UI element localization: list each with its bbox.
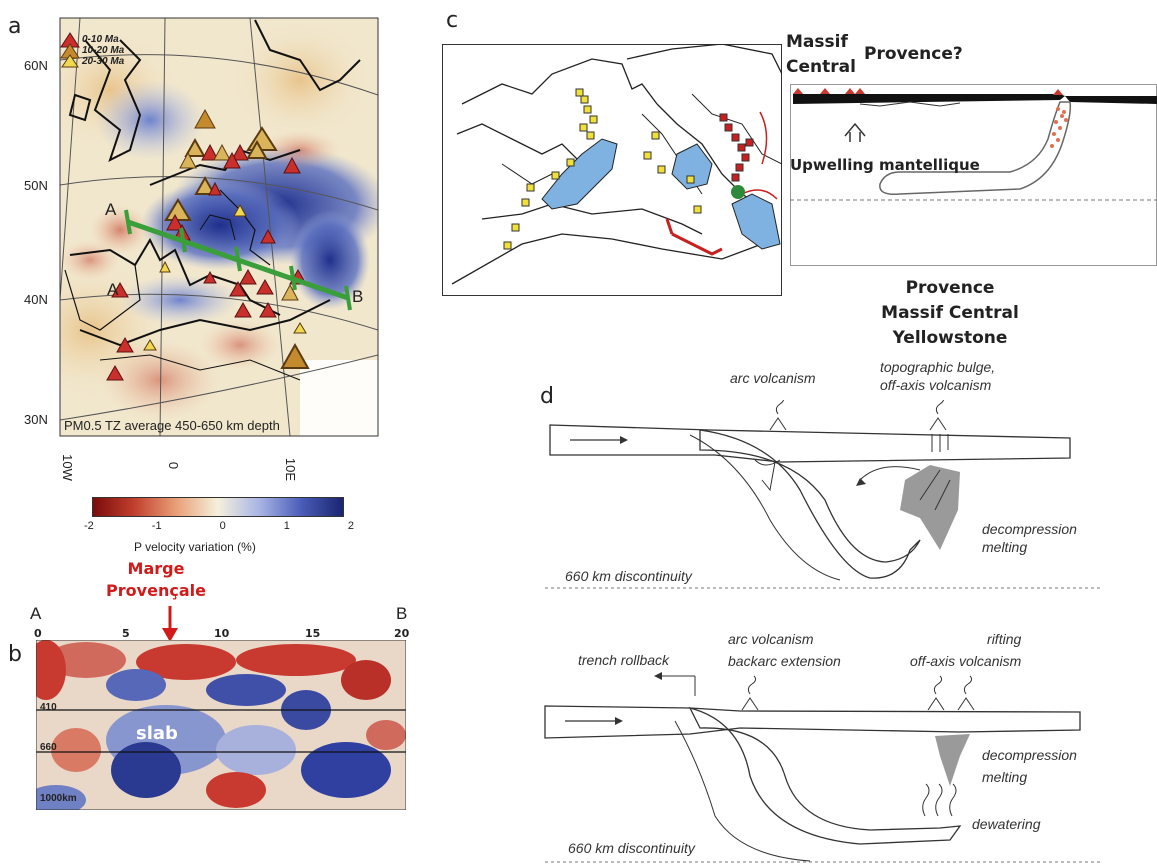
top-bulge-label: topographic bulge, off-axis volcanism <box>880 359 996 393</box>
dewatering-label: dewatering <box>972 816 1041 832</box>
dist-tick-10: 10 <box>214 627 230 640</box>
panel-a-letter: a <box>8 14 22 39</box>
map-caption: PM0.5 TZ average 450-650 km depth <box>64 418 280 433</box>
top-decompression-label: decompression melting <box>982 521 1077 555</box>
massif-central-label: Massif Central <box>786 32 856 77</box>
top-arc-label: arc volcanism <box>730 370 816 386</box>
section-label-a: A <box>30 604 42 623</box>
lat-label-30n: 30N <box>24 412 48 427</box>
title-yellowstone: Yellowstone <box>892 328 1008 348</box>
legend-0-10: 0-10 Ma <box>82 34 119 45</box>
legend-20-30: 20-30 Ma <box>82 56 125 67</box>
bottom-arc-label: arc volcanism backarc extension <box>728 631 841 669</box>
panel-c-section <box>790 84 1157 266</box>
trench-rollback-label: trench rollback <box>578 652 670 668</box>
top-discontinuity-label: 660 km discontinuity <box>565 568 692 584</box>
dist-tick-20: 20 <box>394 627 410 640</box>
lon-label-10e: 10E <box>283 457 299 482</box>
colorbar-ticks: -2 -1 0 1 2 <box>84 520 354 532</box>
upwelling-label: Upwelling mantellique <box>790 156 980 174</box>
title-massif-central: Massif Central <box>881 303 1019 323</box>
section-image <box>36 640 406 810</box>
section-label-b: B <box>396 604 408 623</box>
depth-410: 410 <box>40 702 57 713</box>
depth-1000km: 1000km <box>40 793 77 804</box>
lon-label-10w: 10W <box>59 454 75 481</box>
panel-c-letter: c <box>446 8 459 33</box>
diagram-bottom <box>544 672 1100 863</box>
volcano-markers <box>106 108 310 381</box>
lat-label-60n: 60N <box>24 58 48 73</box>
rifting-label: rifting off-axis volcanism <box>910 631 1022 669</box>
dist-tick-0: 0 <box>34 627 42 640</box>
slab-label: slab <box>136 723 178 744</box>
panel-d-title: Provence Massif Central Yellowstone <box>880 276 1020 351</box>
profile-label-b: B <box>352 287 364 306</box>
depth-660: 660 <box>40 742 57 753</box>
marge-provencale-label: Marge Provençale <box>106 559 206 600</box>
diagram-top <box>545 400 1100 589</box>
marge-arrow <box>162 606 178 642</box>
profile-line <box>124 209 352 311</box>
profile-label-a: A <box>105 200 117 219</box>
dist-tick-15: 15 <box>305 627 321 640</box>
lat-label-40n: 40N <box>24 292 48 307</box>
panel-a-map <box>59 17 379 437</box>
dist-tick-5: 5 <box>122 627 130 640</box>
legend-10-20: 10-20 Ma <box>82 45 125 56</box>
provence-label: Provence? <box>864 44 963 64</box>
colorbar <box>92 497 344 517</box>
colorbar-label: P velocity variation (%) <box>134 540 256 554</box>
lat-label-50n: 50N <box>24 178 48 193</box>
map-label-a: A <box>107 280 119 299</box>
bottom-discontinuity-label: 660 km discontinuity <box>568 840 695 856</box>
panel-b-letter: b <box>8 642 22 667</box>
panel-d-letter: d <box>540 384 554 409</box>
title-provence: Provence <box>905 278 995 298</box>
panel-c-map <box>442 44 782 296</box>
bottom-decompression-label: decompression melting <box>982 747 1077 785</box>
lon-label-0: 0 <box>166 461 182 470</box>
